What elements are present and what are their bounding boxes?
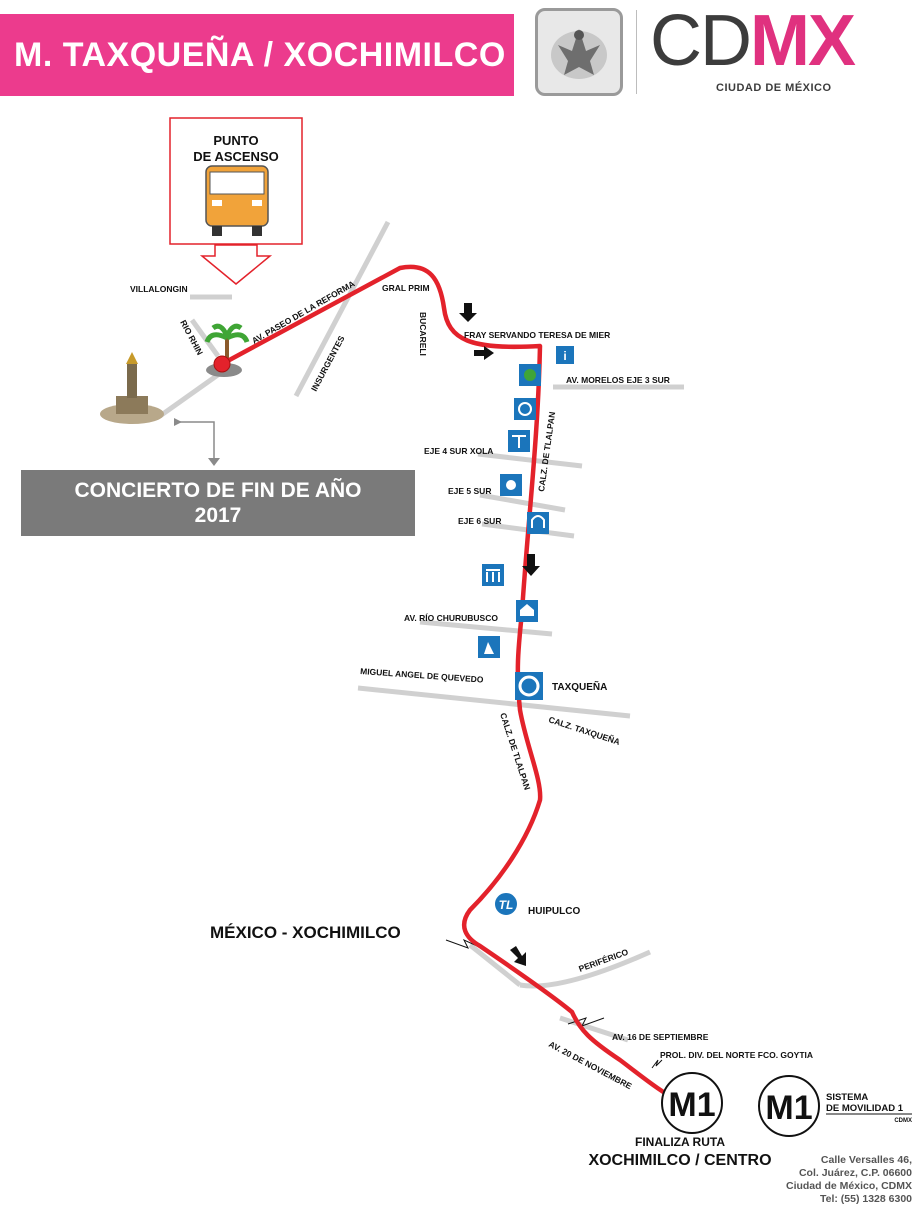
svg-text:i: i xyxy=(563,349,566,363)
street-label: VILLALONGIN xyxy=(130,284,188,294)
address-line: Calle Versalles 46, xyxy=(820,1154,912,1166)
info-icon xyxy=(556,346,574,364)
street-label: CALZ. DE TLALPAN xyxy=(498,712,532,792)
angel-monument-icon xyxy=(100,352,164,424)
destination-label: XOCHIMILCO / CENTRO xyxy=(588,1152,771,1169)
sistema-movilidad-logo: M1 SISTEMA DE MOVILIDAD 1 CDMX xyxy=(758,1075,912,1137)
address-line: Ciudad de México, CDMX xyxy=(785,1180,912,1192)
station-icons: i TL xyxy=(478,346,574,917)
system-line-1: SISTEMA xyxy=(826,1092,868,1103)
concert-year: 2017 xyxy=(194,504,242,527)
cdmx-logo-subtitle: CIUDAD DE MÉXICO xyxy=(716,82,832,94)
address-line: Col. Juárez, C.P. 06600 xyxy=(798,1167,912,1179)
street-label: EJE 4 SUR XOLA xyxy=(424,446,493,456)
metro-station-icon xyxy=(527,512,549,534)
address-line: Tel: (55) 1328 6300 xyxy=(819,1193,912,1205)
street-label: MIGUEL ANGEL DE QUEVEDO xyxy=(360,666,484,685)
boarding-arrow-icon xyxy=(199,244,273,285)
end-badge-label: M1 xyxy=(668,1086,715,1124)
government-seal-icon xyxy=(535,8,623,96)
route-start-marker xyxy=(213,355,231,373)
arrow-down-icon xyxy=(459,303,477,322)
street-label: AV. 16 DE SEPTIEMBRE xyxy=(612,1032,709,1042)
system-line-2: DE MOVILIDAD 1 xyxy=(826,1103,904,1114)
street-label: CALZ. DE TLALPAN xyxy=(536,411,557,492)
logo-separator xyxy=(636,10,637,94)
cdmx-logo: CDMX xyxy=(650,1,856,81)
boarding-label-2: DE ASCENSO xyxy=(193,149,278,164)
street-label: EJE 5 SUR xyxy=(448,486,491,496)
arrow-down-right-icon xyxy=(510,946,526,966)
street-label: FRAY SERVANDO TERESA DE MIER xyxy=(464,330,610,340)
street-label: EJE 6 SUR xyxy=(458,516,501,526)
street-label: PROL. DIV. DEL NORTE FCO. GOYTIA xyxy=(660,1050,813,1060)
metro-station-icon xyxy=(514,398,536,420)
street-label: CALZ. TAXQUEÑA xyxy=(547,714,621,747)
concert-pointer xyxy=(178,421,215,462)
finaliza-label: FINALIZA RUTA xyxy=(635,1135,725,1149)
station-label: TAXQUEÑA xyxy=(552,680,607,693)
route-end-badge: M1 xyxy=(661,1072,723,1134)
tren-ligero-icon xyxy=(493,891,519,917)
route-title: M. TAXQUEÑA / XOCHIMILCO xyxy=(14,35,506,74)
svg-text:TL: TL xyxy=(499,898,514,912)
street-network xyxy=(158,220,684,1043)
street-label: AV. MORELOS EJE 3 SUR xyxy=(566,375,670,385)
bus-route-line xyxy=(220,264,692,1110)
concert-title: CONCIERTO DE FIN DE AÑO xyxy=(74,479,362,502)
boarding-label-1: PUNTO xyxy=(213,133,258,148)
route-title-banner: M. TAXQUEÑA / XOCHIMILCO xyxy=(0,14,514,96)
street-label: RIO RHIN xyxy=(178,318,205,356)
street-label: AV. 20 DE NOVIEMBRE xyxy=(547,1039,634,1091)
direction-arrows xyxy=(459,303,540,966)
concert-banner: CONCIERTO DE FIN DE AÑO 2017 xyxy=(21,470,415,536)
station-label: HUIPULCO xyxy=(528,906,580,917)
street-label: GRAL PRIM xyxy=(382,283,430,293)
road-label: MÉXICO - XOCHIMILCO xyxy=(210,923,401,942)
system-line-3: CDMX xyxy=(894,1118,912,1124)
arrow-right-icon xyxy=(474,346,494,360)
bus-icon xyxy=(205,165,269,236)
system-badge-label: M1 xyxy=(765,1089,812,1127)
contact-address: Calle Versalles 46, Col. Juárez, C.P. 06… xyxy=(786,1154,912,1206)
street-label: AV. RÍO CHURUBUSCO xyxy=(404,613,498,623)
street-label: BUCARELI xyxy=(418,312,428,356)
arrow-down-icon xyxy=(522,554,540,576)
